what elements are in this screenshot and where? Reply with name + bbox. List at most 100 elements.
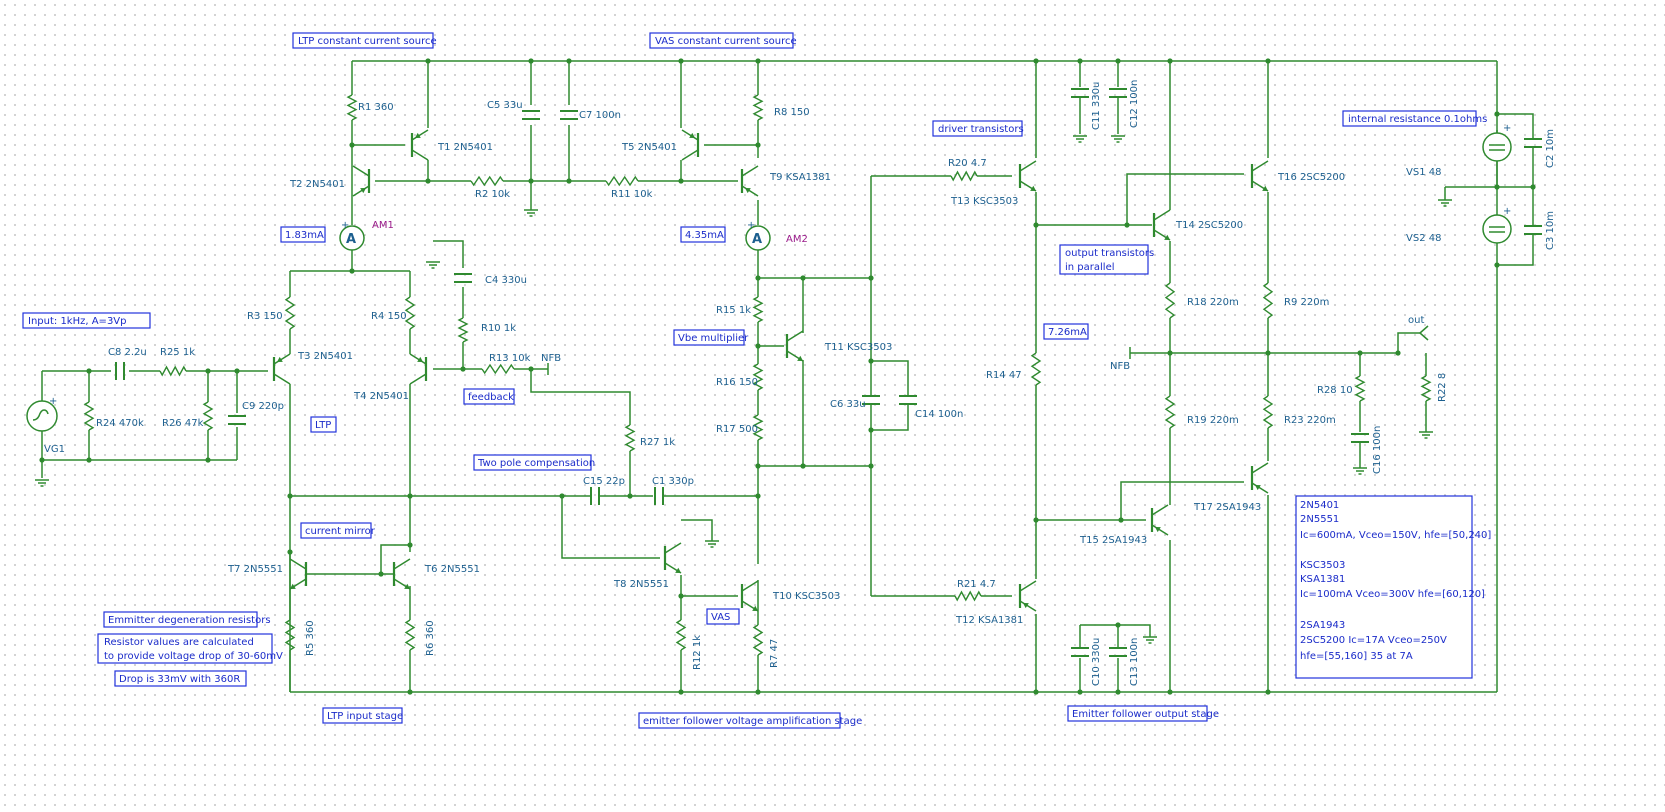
internal-resistance-annotation: internal resistance 0.1ohms [1342, 110, 1487, 127]
r17-icon [752, 414, 764, 441]
sources: + + + A + A + [26, 123, 1512, 432]
t11-icon [785, 330, 804, 362]
c14-icon [899, 395, 917, 405]
ground-icon [1419, 431, 1433, 439]
r21-icon [954, 590, 982, 602]
r7-icon [752, 624, 764, 656]
label-r3: R3 150 [247, 311, 283, 322]
label-t9: T9 KSA1381 [769, 172, 831, 183]
r23-icon [1262, 395, 1274, 429]
label-t16: T16 2SC5200 [1277, 172, 1345, 183]
c3-icon [1524, 225, 1542, 235]
r22-icon [1420, 375, 1432, 402]
c5-icon [522, 110, 540, 120]
c8-icon [115, 362, 125, 380]
ammeter-am1-icon: A + [339, 220, 365, 251]
label-c16: C16 100n [1372, 426, 1383, 474]
svg-text:feedback: feedback [468, 392, 514, 403]
transistor-symbols [272, 129, 1269, 612]
svg-text:Emitter follower output stage: Emitter follower output stage [1072, 709, 1219, 720]
label-t8: T8 2N5551 [613, 579, 669, 590]
c15-icon [590, 487, 600, 505]
dc-source-vs2-icon: + [1482, 206, 1512, 244]
label-t12: T12 KSA1381 [955, 615, 1023, 626]
r20-icon [950, 170, 978, 182]
r18-icon [1164, 282, 1176, 319]
c4-icon [454, 273, 472, 283]
r12-icon [675, 619, 687, 651]
svg-text:VAS: VAS [711, 612, 730, 623]
r24-icon [83, 401, 95, 431]
ltp-input-annotation: LTP input stage [322, 707, 403, 724]
label-r18: R18 220m [1187, 297, 1239, 308]
t4-icon [409, 353, 428, 385]
ground-icon [524, 209, 538, 217]
label-r19: R19 220m [1187, 415, 1239, 426]
r1-icon [346, 94, 358, 121]
t9-icon [740, 165, 759, 197]
label-t10: T10 KSC3503 [772, 591, 840, 602]
r2-icon [470, 175, 504, 187]
vas-ccs-annotation: VAS constant current source [649, 32, 797, 49]
am2-symbol: A [752, 232, 762, 247]
r5-icon [284, 619, 296, 651]
label-t1: T1 2N5401 [437, 142, 493, 153]
label-r28: R28 10 [1317, 385, 1353, 396]
c10-icon [1071, 647, 1089, 657]
label-t7: T7 2N5551 [227, 564, 283, 575]
t13-icon [1018, 160, 1037, 192]
label-r24: R24 470k [96, 418, 144, 429]
output-terminal-icon [1419, 325, 1429, 341]
svg-text:current mirror: current mirror [305, 526, 376, 537]
ef-output-annotation: Emitter follower output stage [1067, 705, 1219, 722]
current-mirror-annotation: current mirror [300, 522, 376, 539]
label-r11: R11 10k [611, 189, 653, 200]
dc-source-vs1-icon: + [1482, 123, 1512, 162]
driver-annotation: driver transistors [932, 120, 1024, 137]
label-r21: R21 4.7 [957, 579, 996, 590]
t15-icon [1150, 504, 1169, 536]
svg-text:internal resistance 0.1ohms: internal resistance 0.1ohms [1348, 114, 1487, 125]
am1-symbol: A [346, 232, 356, 247]
t2-icon [352, 165, 371, 197]
ground-icon [1143, 636, 1157, 644]
label-nfb-2: NFB [1110, 361, 1130, 372]
label-c2: C2 10m [1545, 129, 1556, 168]
label-c4: C4 330u [485, 275, 527, 286]
spec-line-6: Ic=100mA Vceo=300V hfe=[60,120] [1300, 589, 1485, 600]
t7-icon [289, 558, 308, 590]
label-r13: R13 10k [489, 353, 531, 364]
svg-text:to provide voltage drop of 30-: to provide voltage drop of 30-60mV [104, 651, 283, 662]
vs2-plus: + [1503, 206, 1511, 217]
component-labels: R1 360 T1 2N5401 T2 2N5401 R2 10k C5 33u… [44, 80, 1556, 686]
spec-line-7: 2SA1943 [1300, 620, 1345, 631]
label-vs2: VS2 48 [1406, 233, 1441, 244]
ltp-ccs-annotation: LTP constant current source [292, 32, 437, 49]
r19-icon [1164, 395, 1176, 429]
c13-icon [1109, 647, 1127, 657]
ground-icon [1438, 199, 1452, 207]
svg-text:1.83mA: 1.83mA [285, 230, 324, 241]
svg-text:LTP: LTP [315, 420, 331, 431]
label-am2: AM2 [786, 234, 808, 245]
label-c8: C8 2.2u [108, 347, 147, 358]
t14-icon [1152, 209, 1171, 241]
t6-icon [392, 558, 411, 590]
svg-text:LTP input stage: LTP input stage [327, 711, 403, 722]
svg-text:in parallel: in parallel [1065, 262, 1115, 273]
transistor-specs-box: 2N5401 2N5551 Ic=600mA, Vceo=150V, hfe=[… [1295, 495, 1491, 679]
label-r6: R6 360 [425, 620, 436, 656]
label-t3: T3 2N5401 [297, 351, 353, 362]
vg1-plus: + [49, 396, 57, 407]
spec-line-5: KSA1381 [1300, 574, 1345, 585]
annotations: LTP constant current source VAS constant… [22, 32, 1491, 729]
two-pole-annotation: Two pole compensation [473, 454, 595, 471]
r25-icon [159, 365, 187, 377]
vs1-plus: + [1503, 123, 1511, 134]
c16-icon [1351, 433, 1369, 443]
ground-icon [1073, 135, 1087, 143]
